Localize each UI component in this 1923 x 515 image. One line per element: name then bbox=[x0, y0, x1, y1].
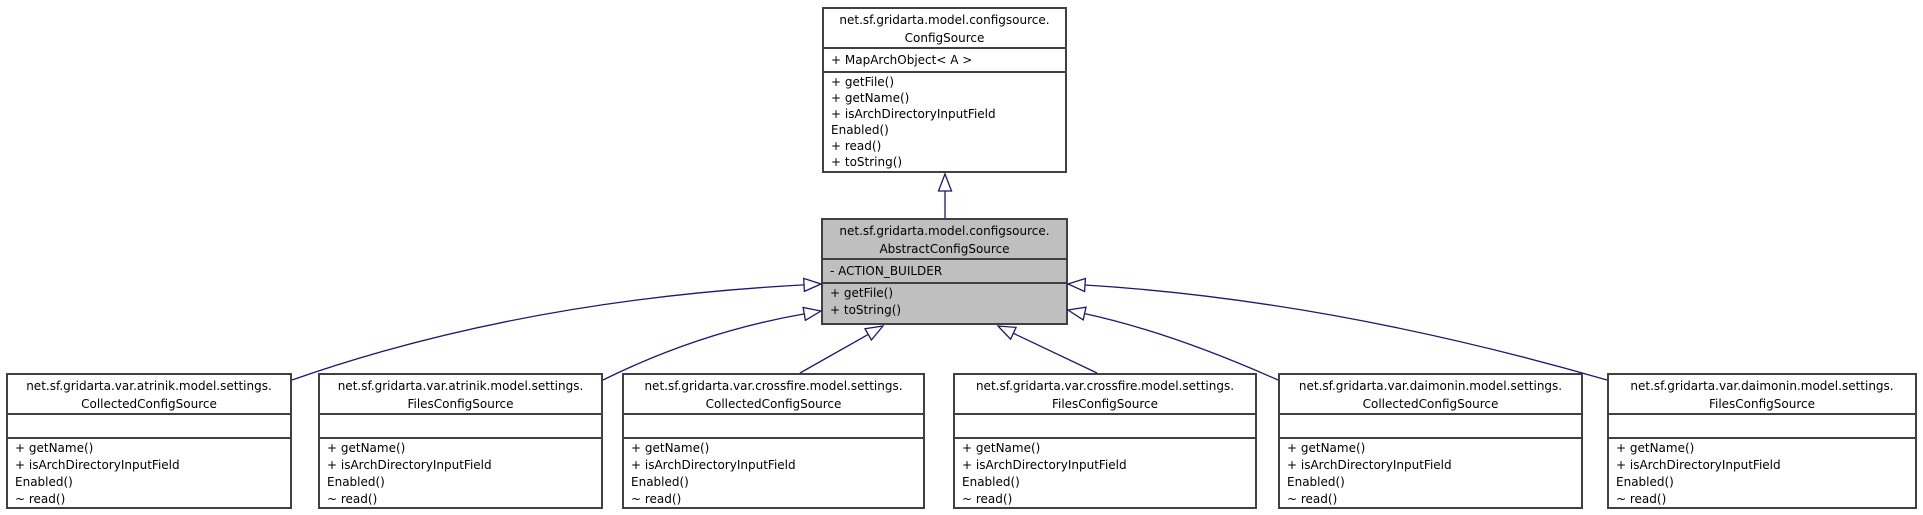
inheritance-arrowhead-icon bbox=[937, 172, 953, 192]
class-title-line: net.sf.gridarta.var.atrinik.model.settin… bbox=[26, 379, 272, 393]
inheritance-arrowhead-icon bbox=[803, 277, 823, 293]
class-title: net.sf.gridarta.var.atrinik.model.settin… bbox=[8, 375, 290, 415]
inheritance-arrowhead-icon bbox=[996, 325, 1018, 341]
inheritance-edge-atrinik-collected-config-source bbox=[291, 284, 805, 381]
class-title: net.sf.gridarta.var.crossfire.model.sett… bbox=[955, 375, 1255, 415]
class-title: net.sf.gridarta.model.configsource. Abstr… bbox=[823, 220, 1066, 260]
class-method-line: + getName() bbox=[631, 441, 710, 455]
inheritance-arrowhead-icon bbox=[1066, 306, 1087, 321]
class-method-line: + isArchDirectoryInputField bbox=[962, 458, 1127, 472]
class-node-config-source[interactable]: net.sf.gridarta.model.configsource. Confi… bbox=[822, 7, 1067, 173]
class-method-line: ~ read() bbox=[962, 492, 1013, 506]
class-method-line: + getFile() bbox=[831, 75, 895, 89]
class-methods: + getFile() + toString() bbox=[823, 284, 1066, 323]
inheritance-arrowhead-icon bbox=[802, 306, 823, 322]
class-title: net.sf.gridarta.model.configsource. Confi… bbox=[824, 9, 1065, 49]
class-title-line: FilesConfigSource bbox=[407, 397, 514, 411]
class-attributes bbox=[955, 415, 1255, 439]
class-title: net.sf.gridarta.var.daimonin.model.setti… bbox=[1280, 375, 1581, 415]
class-title-line: ConfigSource bbox=[904, 31, 985, 45]
class-node-daimonin-files-config-source[interactable]: net.sf.gridarta.var.daimonin.model.setti… bbox=[1607, 373, 1917, 509]
class-title-line: net.sf.gridarta.var.crossfire.model.sett… bbox=[975, 379, 1235, 393]
inheritance-edge-crossfire-collected-config-source bbox=[799, 333, 869, 374]
class-title-line: CollectedConfigSource bbox=[1362, 397, 1499, 411]
class-method-line: + getName() bbox=[831, 91, 910, 105]
class-title-line: net.sf.gridarta.var.daimonin.model.setti… bbox=[1630, 379, 1894, 393]
class-title: net.sf.gridarta.var.crossfire.model.sett… bbox=[624, 375, 923, 415]
class-attributes bbox=[320, 415, 601, 439]
class-method-line: + isArchDirectoryInputField bbox=[1287, 458, 1452, 472]
class-node-daimonin-collected-config-source[interactable]: net.sf.gridarta.var.daimonin.model.setti… bbox=[1278, 373, 1583, 509]
class-method-line: Enabled() bbox=[15, 475, 73, 489]
class-title-line: net.sf.gridarta.var.atrinik.model.settin… bbox=[337, 379, 584, 393]
class-method-line: + isArchDirectoryInputField bbox=[631, 458, 796, 472]
class-method-line: + getName() bbox=[1616, 441, 1695, 455]
class-method-line: ~ read() bbox=[1616, 492, 1667, 506]
class-title-line: CollectedConfigSource bbox=[81, 397, 217, 411]
class-attributes bbox=[8, 415, 290, 439]
inheritance-edge-atrinik-files-config-source bbox=[602, 313, 805, 381]
class-attributes: - ACTION_BUILDER bbox=[823, 260, 1066, 284]
class-method-line: + isArchDirectoryInputField bbox=[831, 107, 996, 121]
class-node-abstract-config-source[interactable]: net.sf.gridarta.model.configsource. Abstr… bbox=[821, 218, 1068, 325]
class-title-line: net.sf.gridarta.var.daimonin.model.setti… bbox=[1298, 379, 1563, 393]
class-method-line: ~ read() bbox=[631, 492, 682, 506]
class-attributes bbox=[624, 415, 923, 439]
inheritance-edge-crossfire-files-config-source bbox=[1013, 332, 1098, 374]
class-title-line: AbstractConfigSource bbox=[879, 242, 1010, 256]
class-title-line: net.sf.gridarta.var.crossfire.model.sett… bbox=[644, 379, 903, 393]
class-attribute-line: - ACTION_BUILDER bbox=[830, 264, 943, 278]
class-method-line: + isArchDirectoryInputField bbox=[327, 458, 492, 472]
class-title-line: CollectedConfigSource bbox=[705, 397, 842, 411]
class-method-line: + toString() bbox=[830, 303, 902, 317]
class-attributes bbox=[1280, 415, 1581, 439]
class-method-line: ~ read() bbox=[15, 492, 66, 506]
inheritance-arrowhead-icon bbox=[1066, 277, 1087, 293]
class-method-line: + getName() bbox=[1287, 441, 1366, 455]
class-method-line: Enabled() bbox=[631, 475, 689, 489]
class-title-line: net.sf.gridarta.model.configsource. bbox=[839, 224, 1050, 238]
class-method-line: + getName() bbox=[327, 441, 406, 455]
class-method-line: + getName() bbox=[962, 441, 1041, 455]
class-node-atrinik-collected-config-source[interactable]: net.sf.gridarta.var.atrinik.model.settin… bbox=[6, 373, 292, 509]
inheritance-arrowhead-icon bbox=[863, 325, 885, 342]
class-title-line: net.sf.gridarta.model.configsource. bbox=[839, 13, 1050, 27]
class-method-line: Enabled() bbox=[831, 123, 889, 137]
class-node-crossfire-files-config-source[interactable]: net.sf.gridarta.var.crossfire.model.sett… bbox=[953, 373, 1257, 509]
class-method-line: + getFile() bbox=[830, 286, 894, 300]
class-attributes bbox=[1609, 415, 1915, 439]
class-method-line: ~ read() bbox=[327, 492, 378, 506]
class-node-atrinik-files-config-source[interactable]: net.sf.gridarta.var.atrinik.model.settin… bbox=[318, 373, 603, 509]
class-methods: + getFile() + getName() + isArchDirectoryI… bbox=[824, 73, 1065, 171]
class-node-crossfire-collected-config-source[interactable]: net.sf.gridarta.var.crossfire.model.sett… bbox=[622, 373, 925, 509]
class-method-line: + isArchDirectoryInputField bbox=[1616, 458, 1781, 472]
class-title-line: FilesConfigSource bbox=[1051, 397, 1159, 411]
class-method-line: + isArchDirectoryInputField bbox=[15, 458, 180, 472]
class-attribute-line: + MapArchObject< A > bbox=[831, 53, 973, 67]
class-method-line: Enabled() bbox=[962, 475, 1020, 489]
class-title-line: FilesConfigSource bbox=[1708, 397, 1816, 411]
class-method-line: Enabled() bbox=[327, 475, 385, 489]
class-method-line: Enabled() bbox=[1616, 475, 1674, 489]
class-method-line: + read() bbox=[831, 139, 882, 153]
class-method-line: + getName() bbox=[15, 441, 94, 455]
class-method-line: ~ read() bbox=[1287, 492, 1338, 506]
inheritance-edge-daimonin-collected-config-source bbox=[1084, 312, 1279, 381]
class-method-line: + toString() bbox=[831, 155, 903, 169]
class-method-line: Enabled() bbox=[1287, 475, 1345, 489]
class-title: net.sf.gridarta.var.atrinik.model.settin… bbox=[320, 375, 601, 415]
class-title: net.sf.gridarta.var.daimonin.model.setti… bbox=[1609, 375, 1915, 415]
class-attributes: + MapArchObject< A > bbox=[824, 49, 1065, 73]
inheritance-edge-daimonin-files-config-source bbox=[1084, 284, 1608, 381]
